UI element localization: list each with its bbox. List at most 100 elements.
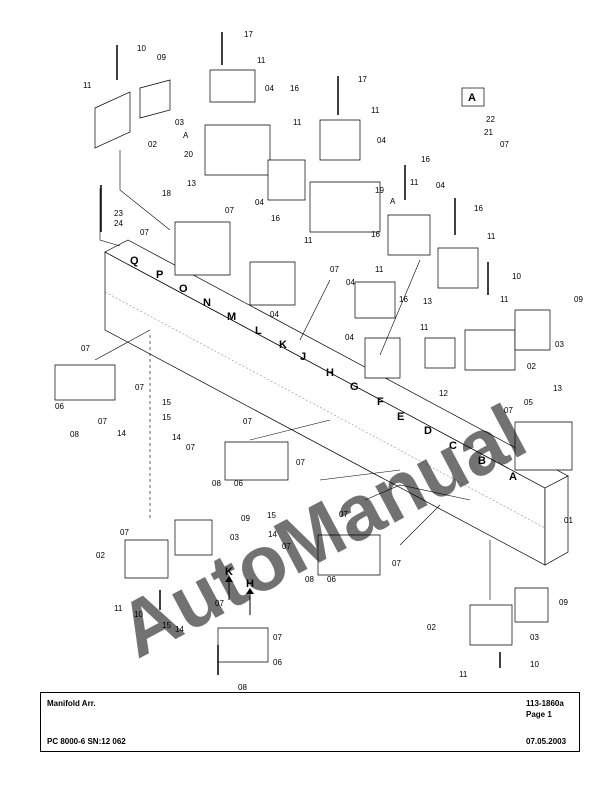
label-14: 14 xyxy=(268,530,277,539)
label-13: 13 xyxy=(553,384,562,393)
label-11: 11 xyxy=(375,265,384,274)
label-07: 07 xyxy=(500,140,509,149)
label-03: 03 xyxy=(175,118,184,127)
manifold-block xyxy=(104,239,569,566)
label-05: 05 xyxy=(524,398,533,407)
label-12: 12 xyxy=(439,389,448,398)
label-07: 07 xyxy=(504,406,513,415)
label-22: 22 xyxy=(486,115,495,124)
label-16: 16 xyxy=(399,295,408,304)
label-13: 13 xyxy=(423,297,432,306)
label-07: 07 xyxy=(243,417,252,426)
label-15: 15 xyxy=(162,621,171,630)
label-A: A xyxy=(183,131,189,140)
port-letter-h: H xyxy=(326,367,334,379)
label-16: 16 xyxy=(290,84,299,93)
label-04: 04 xyxy=(346,278,355,287)
part-number-labels: 10 11 09 03 02 17 11 04 A 20 16 11 04 17… xyxy=(55,30,583,692)
label-11: 11 xyxy=(257,56,266,65)
label-17: 17 xyxy=(244,30,253,39)
component-outlines xyxy=(54,69,573,663)
label-15: 15 xyxy=(162,398,171,407)
label-04: 04 xyxy=(436,181,445,190)
label-07: 07 xyxy=(120,528,129,537)
label-11: 11 xyxy=(410,178,419,187)
label-15: 15 xyxy=(162,413,171,422)
label-14: 14 xyxy=(175,625,184,634)
label-18: 18 xyxy=(162,189,171,198)
label-07: 07 xyxy=(330,265,339,274)
label-04: 04 xyxy=(377,136,386,145)
label-03: 03 xyxy=(555,340,564,349)
port-letter-c: C xyxy=(449,440,457,452)
label-10: 10 xyxy=(512,272,521,281)
label-09: 09 xyxy=(157,53,166,62)
connection-lines xyxy=(94,150,491,600)
label-02: 02 xyxy=(527,362,536,371)
label-10: 10 xyxy=(137,44,146,53)
port-letter-l: L xyxy=(255,325,262,337)
label-07: 07 xyxy=(98,417,107,426)
label-A: A xyxy=(390,197,396,206)
label-04: 04 xyxy=(265,84,274,93)
label-07: 07 xyxy=(225,206,234,215)
label-07: 07 xyxy=(135,383,144,392)
arrow-letter-k: K xyxy=(225,566,233,578)
label-10: 10 xyxy=(134,610,143,619)
label-11: 11 xyxy=(371,106,380,115)
label-06: 06 xyxy=(55,402,64,411)
label-06: 06 xyxy=(273,658,282,667)
label-15: 15 xyxy=(267,511,276,520)
title-block: Manifold Arr. 113-1860a Page 1 PC 8000-6… xyxy=(40,692,580,752)
label-11: 11 xyxy=(459,670,468,679)
label-08: 08 xyxy=(238,683,247,692)
label-08: 08 xyxy=(305,575,314,584)
port-letter-o: O xyxy=(179,283,188,295)
arrow-indicators: K H xyxy=(225,566,254,615)
port-letter-j: J xyxy=(300,351,306,363)
page-number: Page 1 xyxy=(526,710,552,719)
label-07: 07 xyxy=(282,542,291,551)
label-16: 16 xyxy=(371,230,380,239)
label-04: 04 xyxy=(255,198,264,207)
label-06: 06 xyxy=(234,479,243,488)
port-letters: A B C D E F G H J K L M N O P Q xyxy=(130,255,517,483)
port-letter-g: G xyxy=(350,381,359,393)
port-letter-d: D xyxy=(424,425,432,437)
label-14: 14 xyxy=(117,429,126,438)
port-letter-n: N xyxy=(203,297,211,309)
label-07: 07 xyxy=(186,443,195,452)
label-02: 02 xyxy=(148,140,157,149)
label-02: 02 xyxy=(96,551,105,560)
port-letter-q: Q xyxy=(130,255,139,267)
label-07: 07 xyxy=(81,344,90,353)
port-letter-b: B xyxy=(478,455,486,467)
label-02: 02 xyxy=(427,623,436,632)
label-07: 07 xyxy=(296,458,305,467)
label-09: 09 xyxy=(559,598,568,607)
bolts xyxy=(100,32,501,675)
label-11: 11 xyxy=(83,81,92,90)
label-03: 03 xyxy=(230,533,239,542)
label-08: 08 xyxy=(70,430,79,439)
label-10: 10 xyxy=(530,660,539,669)
label-14: 14 xyxy=(172,433,181,442)
label-16: 16 xyxy=(271,214,280,223)
label-19: 19 xyxy=(375,186,384,195)
label-09: 09 xyxy=(574,295,583,304)
label-11: 11 xyxy=(487,232,496,241)
model-serial: PC 8000-6 SN:12 062 xyxy=(47,737,126,746)
label-20: 20 xyxy=(184,150,193,159)
port-letter-f: F xyxy=(377,396,384,408)
label-04: 04 xyxy=(270,310,279,319)
label-07: 07 xyxy=(273,633,282,642)
arrow-letter-h: H xyxy=(246,578,254,590)
document-date: 07.05.2003 xyxy=(526,737,567,746)
label-01: 01 xyxy=(564,516,573,525)
label-11: 11 xyxy=(500,295,509,304)
port-letter-m: M xyxy=(227,311,236,323)
label-16: 16 xyxy=(421,155,430,164)
label-06: 06 xyxy=(327,575,336,584)
label-07: 07 xyxy=(215,599,224,608)
label-11: 11 xyxy=(304,236,313,245)
